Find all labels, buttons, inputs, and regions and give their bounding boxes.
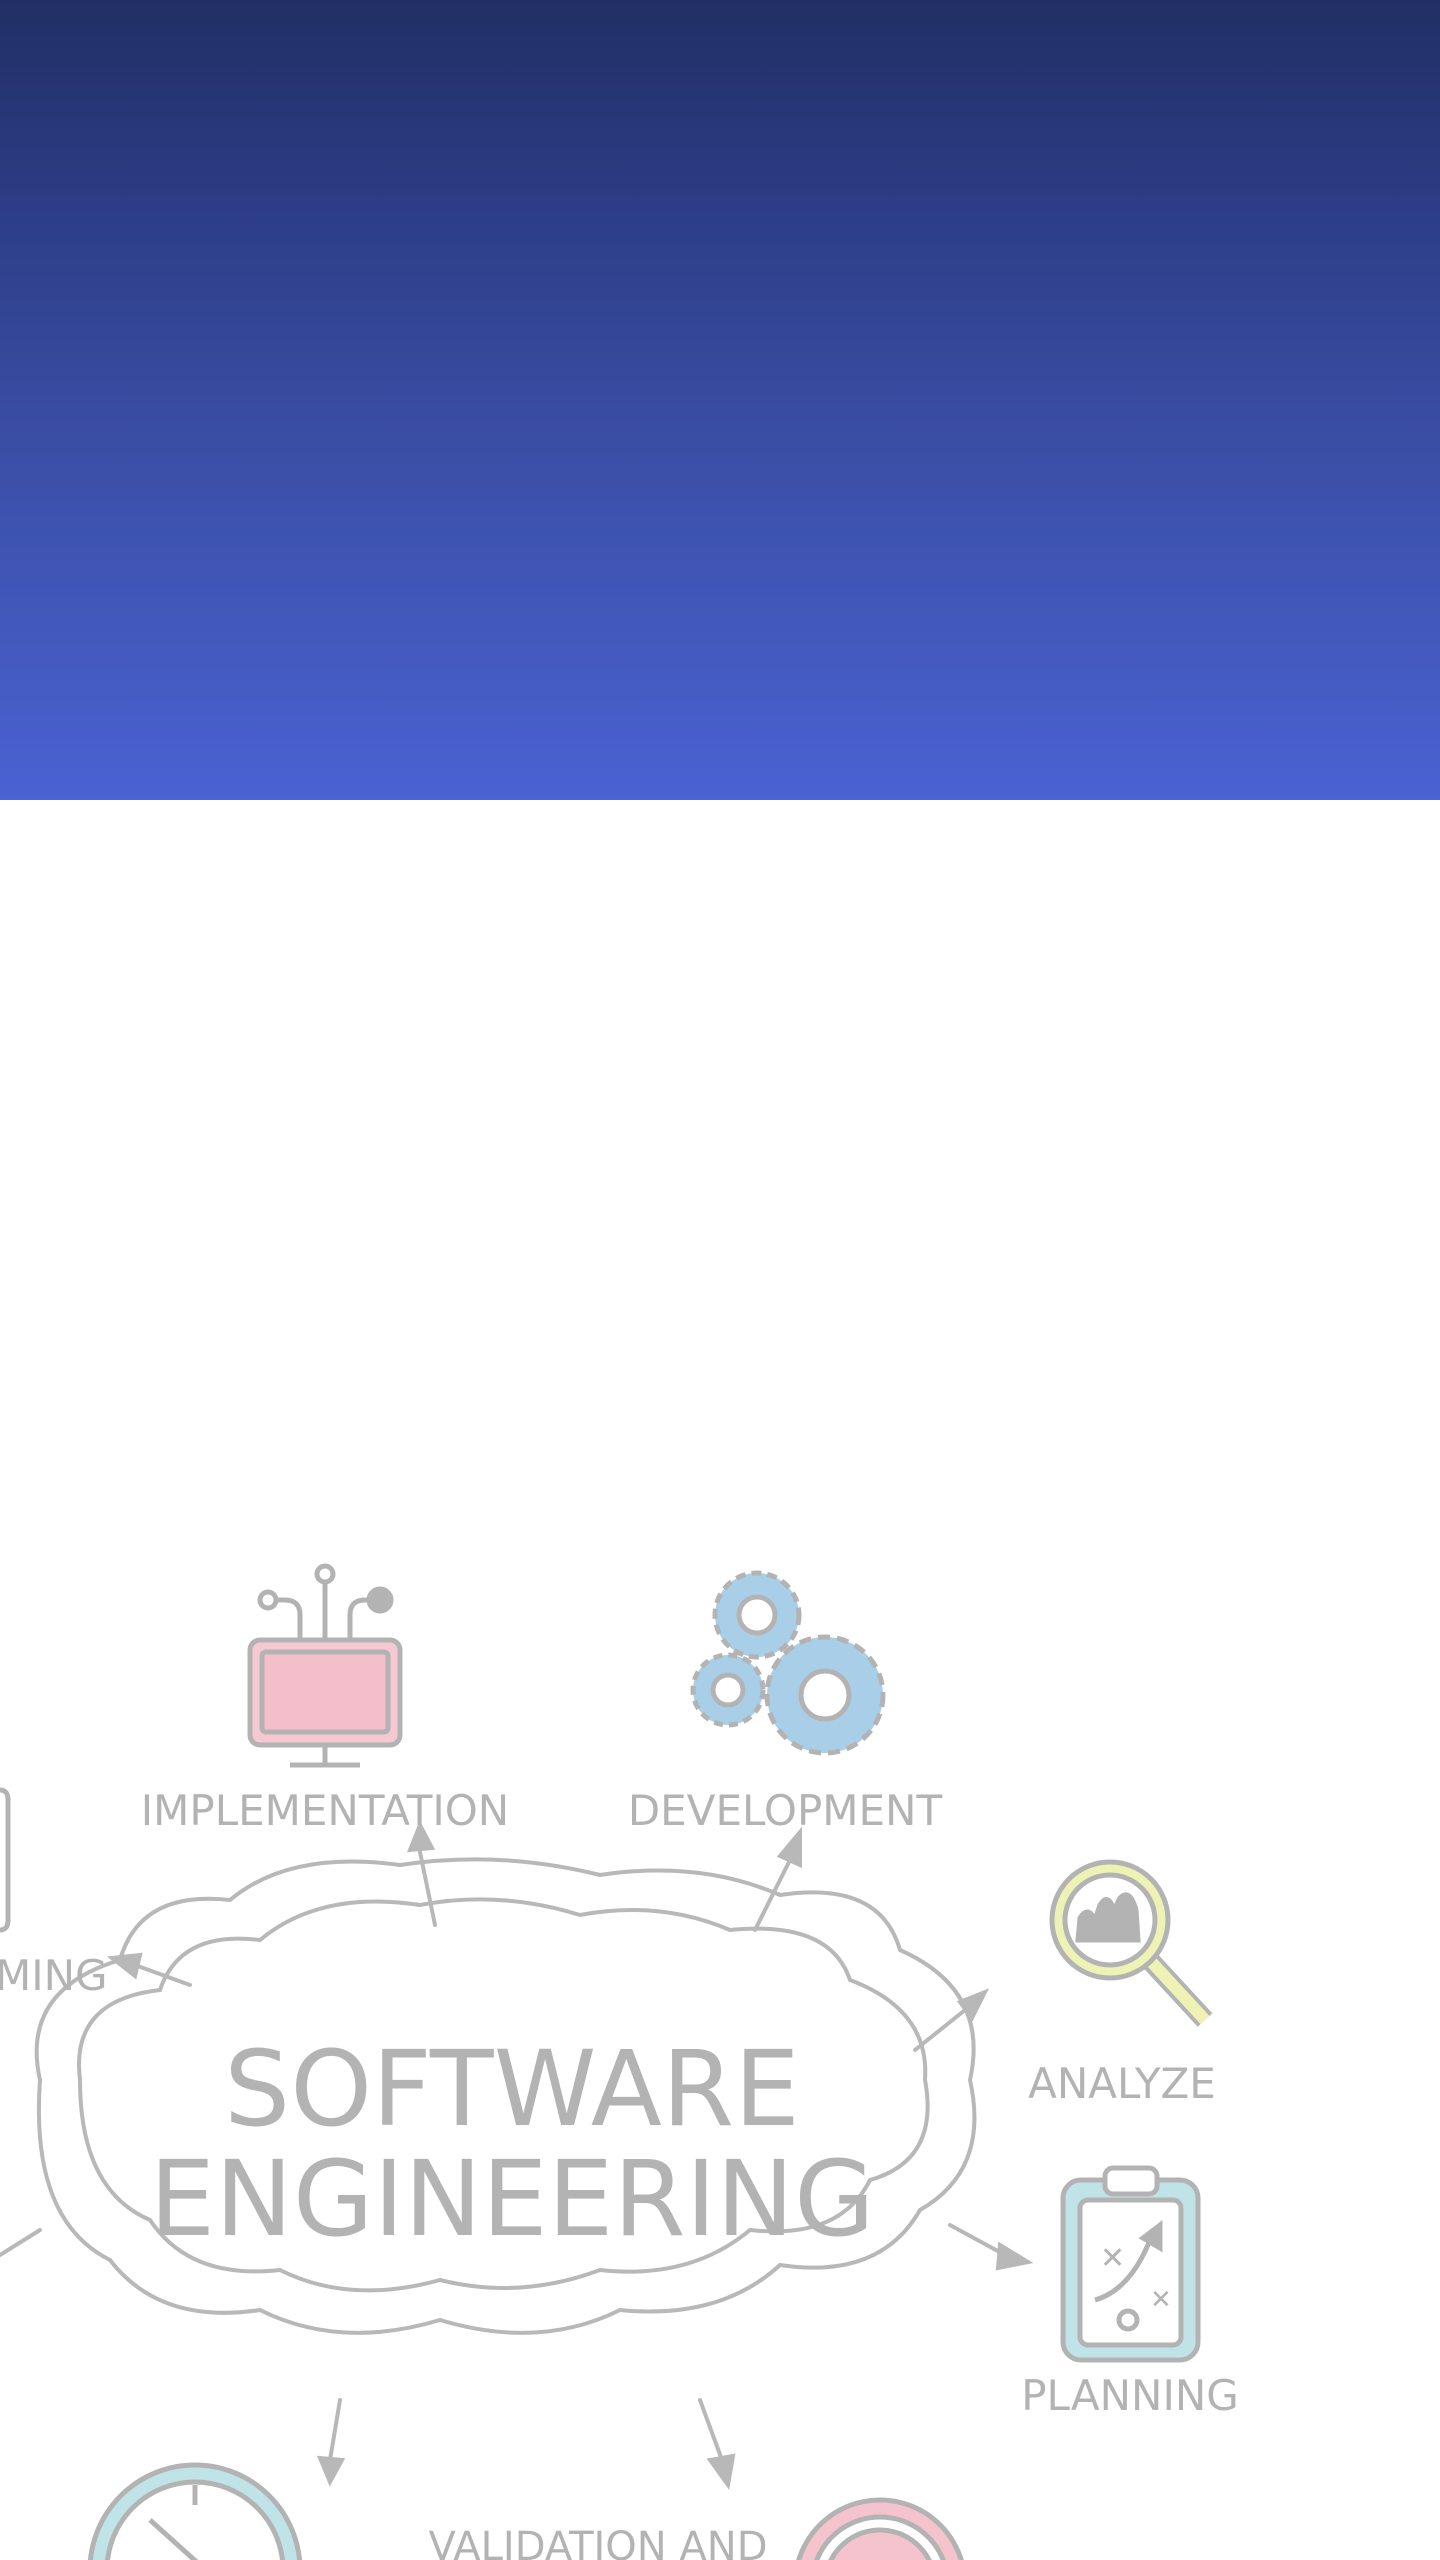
label-development: DEVELOPMENT — [628, 1786, 943, 1835]
label-planning: PLANNING — [1021, 2371, 1239, 2420]
clipboard-plan-icon: ✕ ✕ — [1060, 2165, 1201, 2363]
label-analyze: ANALYZE — [1028, 2059, 1216, 2108]
target-icon — [796, 2497, 964, 2560]
partial-device-icon — [0, 1787, 11, 1933]
software-engineering-illustration: SOFTWARE ENGINEERING IMPLEMENTATION — [0, 1520, 1440, 2560]
stopwatch-icon — [87, 2462, 303, 2560]
cloud-arrows — [0, 1820, 1034, 2491]
svg-text:✕: ✕ — [1150, 2285, 1172, 2315]
gears-icon — [690, 1570, 886, 1756]
cloud-title-line2: ENGINEERING — [149, 2138, 874, 2260]
cloud-title-line1: SOFTWARE — [224, 2028, 800, 2150]
cloud-shape — [34, 1857, 977, 2335]
label-validation-partial: VALIDATION AND — [428, 2524, 767, 2560]
magnifier-chart-icon — [1049, 1859, 1213, 2027]
computer-monitor-icon — [247, 1563, 403, 1768]
svg-text:✕: ✕ — [1100, 2241, 1125, 2276]
hero-banner — [0, 0, 1440, 800]
label-implementation: IMPLEMENTATION — [141, 1786, 509, 1835]
illustration-canvas: SOFTWARE ENGINEERING IMPLEMENTATION — [0, 1563, 1239, 2560]
label-programming-partial: MING — [0, 1951, 108, 2000]
